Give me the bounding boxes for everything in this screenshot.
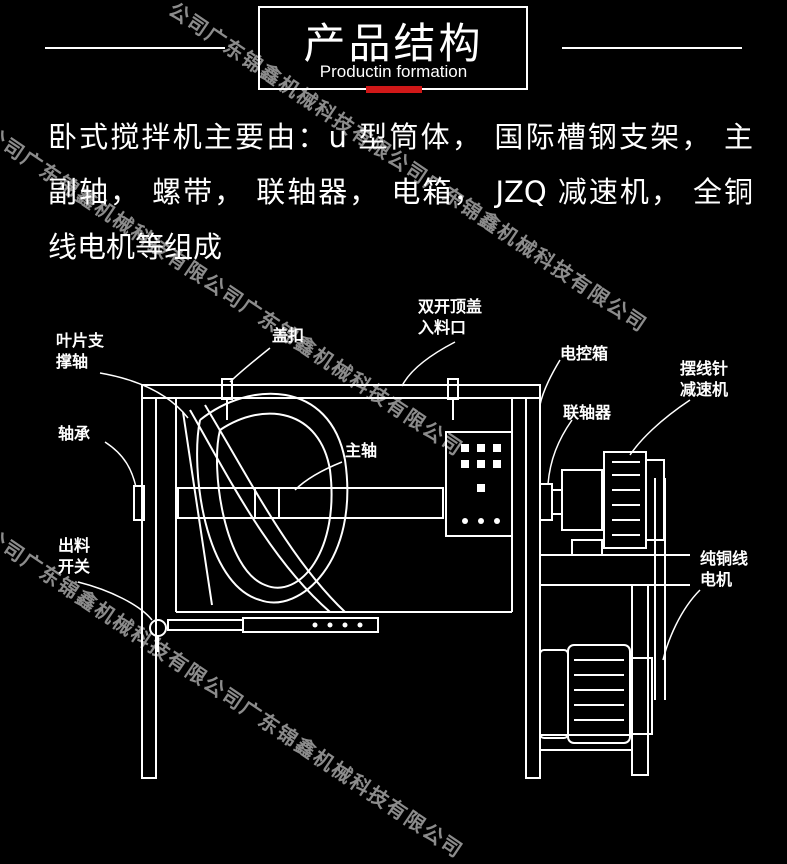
right-leg [525,397,541,779]
label-cycloid-reducer: 摆线针 减速机 [680,359,729,399]
control-box [445,431,513,537]
coupling [539,483,553,521]
lid-clasp-right [447,378,459,400]
bearing-housing [133,485,145,521]
rule-left [45,47,225,49]
mixer-structure-diagram [77,341,701,779]
motor-fan-cover [539,649,569,739]
main-shaft [177,487,444,519]
reducer-input [561,469,603,531]
blade-support-shaft [182,411,213,606]
label-bearing: 轴承 [58,424,91,443]
page-subtitle: Productin formation [319,62,468,81]
intro-text: 卧式搅拌机主要由：u 型筒体， 国际槽钢支架， 主 副轴， 螺带， 联轴器， 电… [48,110,753,220]
label-main-shaft: 主轴 [345,441,378,460]
label-blade-support-shaft: 叶片支 撑轴 [56,331,105,371]
intro-line-2: 副轴， 螺带， 联轴器， 电箱， JZQ 减速机， 全铜 [48,175,753,209]
ribbon-cross-2 [204,404,346,613]
drive-frame-post [631,584,649,776]
intro-line-3: 线电机等组成 [48,230,223,264]
title-accent-bar [366,86,422,93]
discharge-rod [167,619,244,631]
label-lid-clasp: 盖扣 [272,326,305,345]
top-beam [141,384,541,399]
label-discharge-switch: 出料 开关 [58,536,91,576]
reducer-body [603,451,647,549]
ribbon-cross-1 [189,409,331,613]
motor-pulley [629,657,653,735]
label-control-box: 电控箱 [560,344,609,363]
discharge-rod-end [242,617,379,633]
rule-right [562,47,742,49]
ribbon-outer [196,392,349,604]
shaft-hub [254,487,280,519]
ribbon-inner [216,412,333,589]
intro-line-1: 卧式搅拌机主要由：u 型筒体， 国际槽钢支架， 主 [48,120,753,154]
label-coupling: 联轴器 [563,403,612,422]
page-title: 产品结构 [303,19,484,68]
label-double-lid-inlet: 双开顶盖 入料口 [418,297,483,337]
left-leg [141,397,157,779]
label-copper-motor: 纯铜线 电机 [700,549,749,589]
